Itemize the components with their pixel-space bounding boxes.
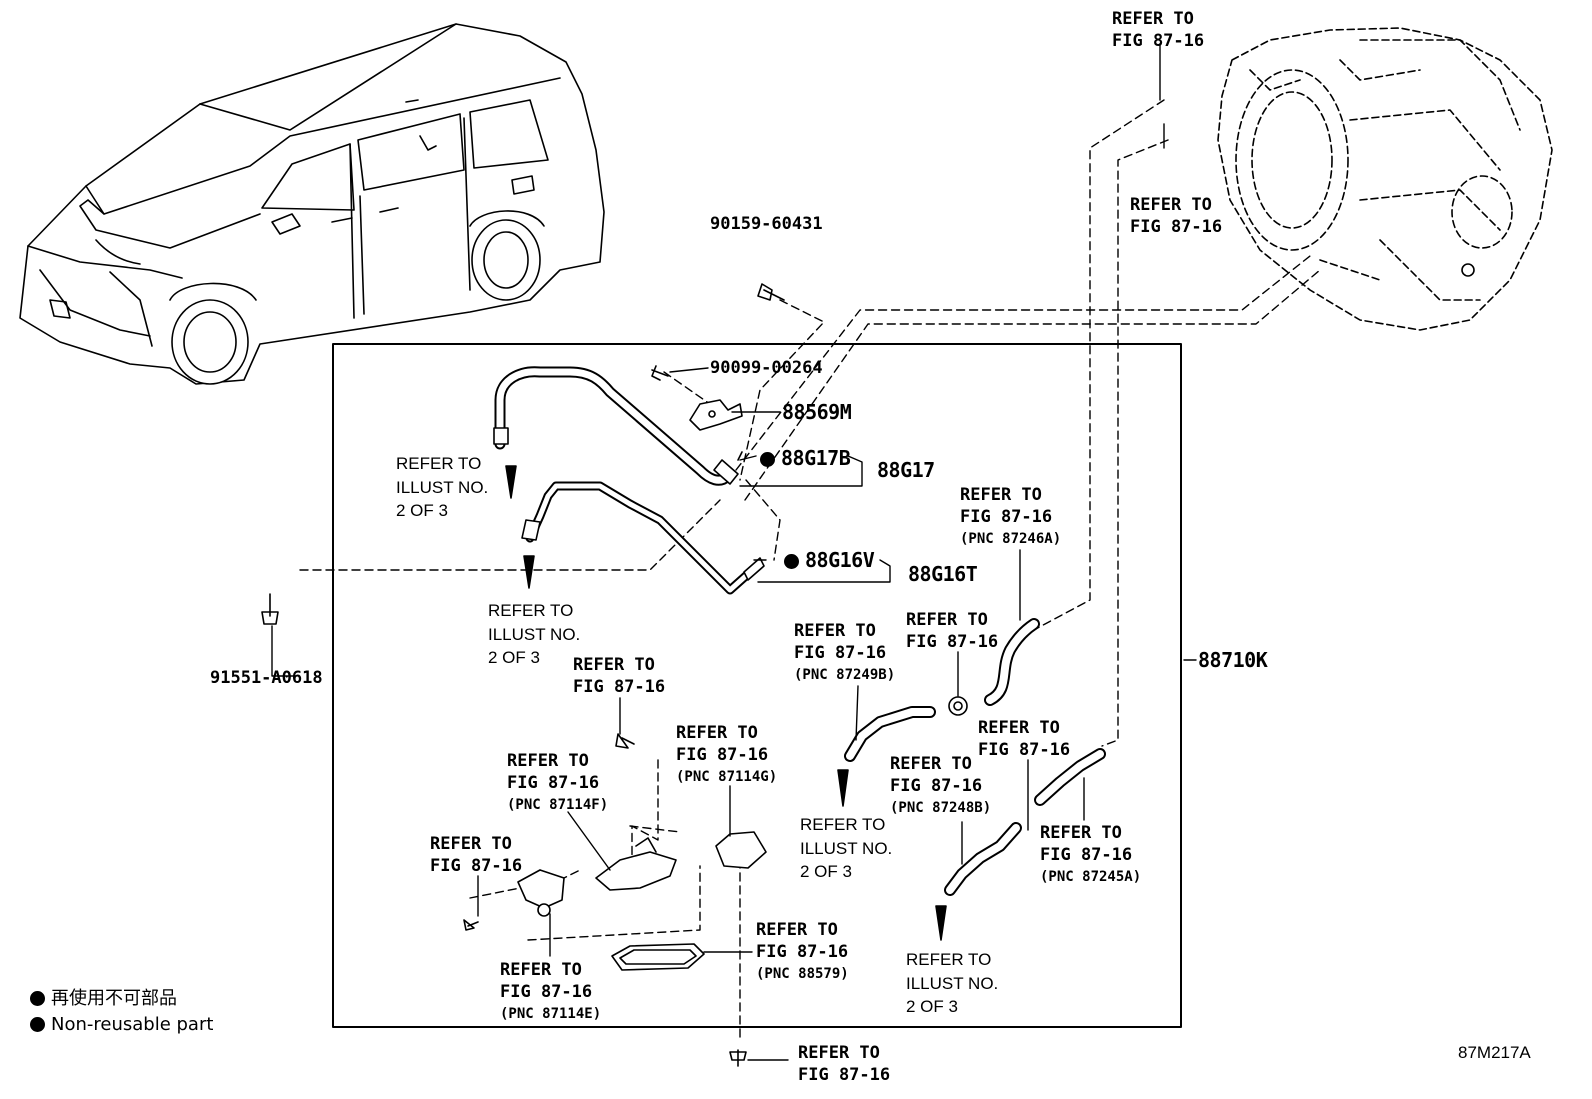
part-number-90159-60431[interactable]: 90159-60431 [710,214,823,234]
assembly-frame [332,343,1182,1028]
non-reusable-marker [760,452,775,467]
vehicle-illustration [19,23,605,385]
part-number-88G16V[interactable]: 88G16V [784,550,875,570]
part-number-88710K[interactable]: 88710K [1198,648,1268,672]
legend-en: Non-reusable part [30,1016,213,1034]
part-number-91551-A0618[interactable]: 91551-A0618 [210,668,323,688]
part-number-88G17[interactable]: 88G17 [877,458,935,482]
non-reusable-marker [784,554,799,569]
part-number-88G17B[interactable]: 88G17B [760,448,851,468]
part-number-90099-00264[interactable]: 90099-00264 [710,358,823,378]
dashed-leaders [299,99,1321,1041]
diagram-code: 87M217A [1458,1043,1531,1062]
part-number-88569M[interactable]: 88569M [782,400,852,424]
legend-jp: 再使用不可部品 [30,990,177,1008]
legend-dot-icon [30,991,45,1006]
leader-lines [271,43,1197,1061]
part-number-88G16T[interactable]: 88G16T [908,562,978,586]
transaxle-illustration [1217,27,1553,331]
legend-dot-icon [30,1017,45,1032]
